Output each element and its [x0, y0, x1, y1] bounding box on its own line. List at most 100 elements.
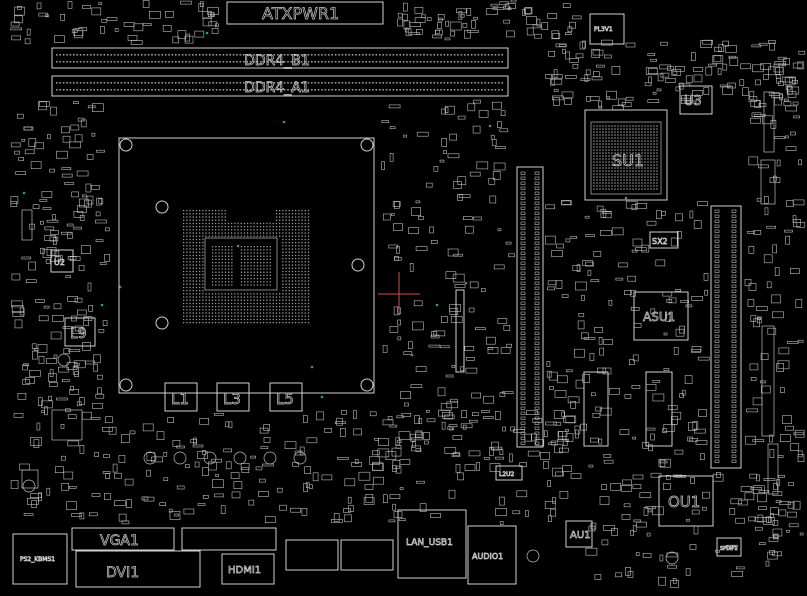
- bga-ball: [650, 125, 652, 127]
- smd-part: [444, 107, 449, 113]
- pcie-slot-2[interactable]: [710, 205, 742, 469]
- smd-part: [408, 341, 413, 350]
- cpu-pin: [195, 309, 198, 311]
- chip-u3[interactable]: U3: [679, 85, 713, 115]
- cpu-pin: [260, 278, 262, 280]
- hdmi-connector[interactable]: HDMI1: [181, 527, 277, 585]
- pcie-slot-1[interactable]: [516, 166, 544, 448]
- ddr-pin: [484, 61, 486, 63]
- audio-connector[interactable]: AUDIO1: [467, 525, 517, 585]
- bga-ball: [605, 173, 607, 175]
- header-block-mid[interactable]: [455, 289, 673, 447]
- inductor-l3[interactable]: L3: [216, 382, 250, 412]
- smd-part: [688, 422, 697, 431]
- cpu-pin: [282, 254, 284, 257]
- bga-ball: [635, 167, 637, 169]
- bga-ball: [593, 137, 595, 139]
- cpu-pin: [301, 312, 303, 314]
- cpu-pin: [218, 322, 220, 324]
- bga-ball: [638, 155, 640, 157]
- cpu-pin: [288, 251, 290, 253]
- cpu-pin: [208, 235, 210, 237]
- ddr4-slot-b1[interactable]: DDR4_B1: [51, 47, 509, 69]
- cpu-pin: [295, 286, 297, 289]
- bga-ball: [611, 158, 613, 160]
- cpu-pin: [240, 296, 242, 298]
- chip-u2[interactable]: U2: [50, 249, 74, 273]
- ddr-pin: [83, 61, 85, 63]
- smd-part: [507, 7, 512, 11]
- ddr-pin: [144, 54, 146, 56]
- chip-ou1[interactable]: OU1: [658, 475, 714, 527]
- ddr4-slot-a1[interactable]: DDR4_A1: [51, 75, 509, 97]
- ddr-pin: [239, 82, 242, 84]
- ddr-pin: [426, 82, 429, 84]
- cpu-pin: [195, 322, 198, 324]
- inductor-l5[interactable]: L5: [269, 382, 303, 412]
- cpu-pin: [260, 252, 262, 254]
- cpu-pin: [186, 264, 188, 266]
- spdif-part[interactable]: SPDIF1: [716, 537, 742, 557]
- pl3v1-part[interactable]: PL3V1: [589, 13, 625, 45]
- cpu-pin: [221, 210, 223, 212]
- smd-part: [663, 423, 676, 432]
- smd-part: [621, 513, 631, 520]
- smd-part: [668, 297, 677, 304]
- bga-ball: [647, 131, 649, 133]
- cpu-pin: [228, 249, 230, 251]
- cpu-pin: [266, 271, 268, 273]
- smd-part: [294, 450, 303, 456]
- cpu-pin: [189, 290, 191, 292]
- smd-part: [583, 337, 596, 340]
- bga-ball: [608, 125, 610, 127]
- l5-label: L5: [276, 390, 294, 408]
- bga-ball: [632, 167, 634, 169]
- bga-ball: [647, 128, 649, 130]
- slot-pin: [714, 339, 720, 343]
- inductor-l9[interactable]: L9: [64, 317, 96, 347]
- bga-ball: [623, 164, 625, 166]
- bga-ball: [635, 128, 637, 130]
- cpu-pin: [224, 293, 226, 295]
- slot-pin: [714, 394, 720, 398]
- ddr-pin: [464, 89, 466, 91]
- bga-ball: [638, 134, 640, 136]
- chip-au1[interactable]: AU1: [565, 520, 593, 548]
- chip-asu1[interactable]: ASU1: [633, 291, 689, 341]
- cpu-pin: [250, 255, 252, 257]
- smd-part: [481, 410, 490, 413]
- cpu-pin: [183, 210, 185, 212]
- sx2-part[interactable]: SX2: [649, 231, 679, 249]
- cpu-pin: [285, 261, 287, 263]
- smd-part: [760, 380, 766, 384]
- bga-ball: [620, 125, 622, 127]
- cpu-pin: [227, 309, 230, 311]
- lan-usb-connector[interactable]: LAN_USB1: [397, 509, 467, 579]
- bga-ball: [602, 164, 604, 166]
- cpu-pin: [256, 252, 259, 254]
- ddr-pin: [409, 54, 412, 56]
- smd-part: [11, 300, 23, 308]
- cpu-pin: [189, 216, 191, 218]
- smd-part: [603, 339, 613, 345]
- cpu-pin: [231, 249, 233, 251]
- cpu-pin: [260, 284, 262, 286]
- smd-part: [772, 528, 783, 537]
- cpu-pin: [279, 312, 281, 314]
- bga-ball: [653, 137, 655, 139]
- cpu-pin: [224, 252, 227, 254]
- inductor-l1[interactable]: L1: [164, 382, 198, 412]
- chipset-su1[interactable]: SU1: [584, 109, 668, 201]
- bga-ball: [632, 158, 634, 160]
- l2u2-part[interactable]: L2U2: [495, 465, 523, 481]
- cpu-pin: [256, 296, 258, 298]
- dvi-connector[interactable]: DVI1: [75, 550, 201, 588]
- vga-connector[interactable]: VGA1: [71, 527, 175, 551]
- smd-part: [798, 50, 806, 55]
- usb-connectors[interactable]: [285, 539, 394, 571]
- ps2-connector[interactable]: PS2_KBMS1: [12, 533, 68, 585]
- crosshair-marker: [378, 272, 420, 312]
- cpu-socket[interactable]: [118, 137, 375, 394]
- cpu-pin: [234, 229, 236, 231]
- atx-power-connector[interactable]: ATXPWR1: [226, 1, 384, 25]
